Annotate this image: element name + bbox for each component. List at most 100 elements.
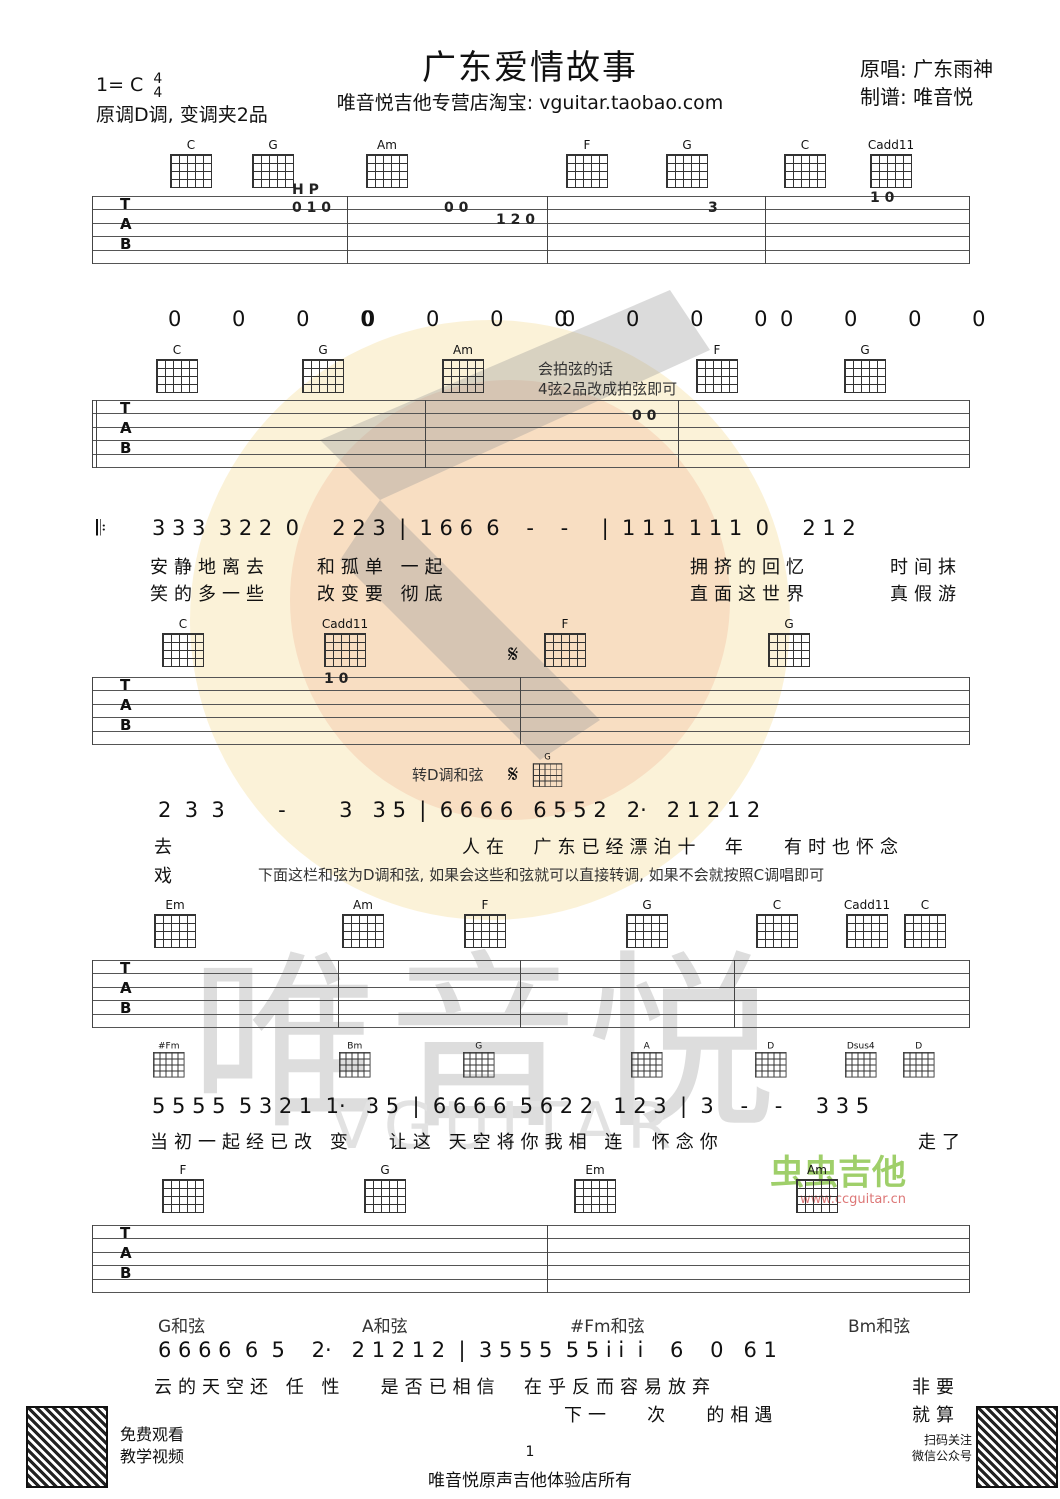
chord-diagram: G [840, 343, 890, 393]
chord-diagram: F [460, 898, 510, 948]
watermark-vguitar: VGUITAR [330, 1090, 682, 1164]
capo-note: 原调D调, 变调夹2品 [96, 104, 268, 126]
arranger: 制谱: 唯音悦 [860, 85, 974, 109]
rhythm-rest: 0 0 0 0 [562, 307, 790, 331]
chord-diagram: G [360, 1163, 410, 1213]
chord-diagram: C [900, 898, 950, 948]
lyric-line: 笑的多一些 改变要 彻底 [150, 584, 449, 605]
lyric-line: 拥挤的回忆 [690, 557, 810, 578]
lyric-line: 安静地离去 和孤单 一起 [150, 557, 449, 578]
lyric-line: 非要 [912, 1377, 960, 1398]
fret-number: 0 0 [444, 200, 469, 216]
chord-diagram: G [460, 1040, 498, 1078]
chord-diagram: F [692, 343, 742, 393]
slap-hint-detail: 4弦2品改成拍弦即可 [538, 380, 678, 398]
melody-line: 2 3 3 - 3 3 5 | 6 6 6 6 6 5 5 2 2· 2 1 2… [158, 798, 761, 822]
chord-diagram: Em [150, 898, 200, 948]
lyric-line: 去 [154, 837, 178, 858]
lyric-line: 就算 [912, 1405, 960, 1426]
chord-diagram: Am [362, 138, 412, 188]
chord-diagram: Cadd11 [866, 138, 916, 188]
qr-code-video[interactable] [26, 1406, 108, 1488]
lyric-line: 云的天空还 任 性 是否已相信 在乎反而容易放弃 [154, 1377, 717, 1398]
watermark-ccguitar: 虫虫吉他 [770, 1153, 906, 1193]
rhythm-rest: 0 0 0 0 [168, 307, 396, 331]
repeat-sign: 𝄆 [96, 516, 107, 540]
song-title: 广东爱情故事 [422, 48, 638, 88]
technique-mark: H P [292, 182, 319, 198]
chord-diagram: Dsus4 [842, 1040, 880, 1078]
transpose-hint: 转D调和弦 [412, 766, 484, 784]
chord-diagram: D [752, 1040, 790, 1078]
chord-diagram: G [530, 752, 565, 787]
chord-diagram: F [562, 138, 612, 188]
chord-diagram: G [764, 617, 814, 667]
fret-number: 1 0 [324, 671, 349, 687]
key-signature: 1= C [96, 74, 144, 96]
chord-diagram: C [752, 898, 802, 948]
chord-diagram: C [780, 138, 830, 188]
chord-diagram: Em [570, 1163, 620, 1213]
lyric-line: 真假游 [890, 584, 962, 605]
qr-caption-left: 免费观看教学视频 [120, 1425, 185, 1466]
chord-diagram: Cadd11 [842, 898, 892, 948]
lyric-line: 直面这世界 [690, 584, 810, 605]
chord-diagram: G [298, 343, 348, 393]
chord-diagram: C [152, 343, 202, 393]
page-number: 1 [525, 1444, 535, 1460]
fret-number: 1 0 [870, 190, 895, 206]
lyric-line: 戏 [154, 866, 178, 887]
melody-line: 3 3 3 3 2 2 0 2 2 3 | 1 6 6 6 - - | 1 1 … [152, 516, 856, 540]
chord-hint: A和弦 [362, 1317, 408, 1337]
chord-diagram: C [166, 138, 216, 188]
lyric-line: 时间抹 [890, 557, 962, 578]
lyric-line: 走了 [918, 1132, 966, 1153]
watermark-graphic [190, 290, 790, 920]
slap-hint: 会拍弦的话 [538, 360, 614, 378]
melody-line: 6 6 6 6 6 5 2· 2 1 2 1 2 | 3 5 5 5 5 5 i… [158, 1338, 777, 1362]
original-singer: 原唱: 广东雨神 [860, 57, 994, 81]
fret-number: 0 0 [632, 408, 657, 424]
chord-hint: Bm和弦 [848, 1317, 911, 1337]
chord-diagram: #Fm [150, 1040, 188, 1078]
fret-number: 3 [708, 200, 718, 216]
chord-diagram: A [628, 1040, 666, 1078]
fret-number: 1 2 0 [496, 212, 535, 228]
chord-hint: #Fm和弦 [570, 1317, 645, 1337]
chord-diagram: F [158, 1163, 208, 1213]
rhythm-rest: 0 0 0 0 [780, 307, 1008, 331]
chord-diagram: Am [792, 1163, 842, 1213]
chord-hint: G和弦 [158, 1317, 206, 1337]
melody-line: 5 5 5 5 5 3 2 1 1· 3 5 | 6 6 6 6 5 6 2 2… [152, 1094, 870, 1118]
segno-icon: 𝄋 [508, 640, 519, 668]
chord-diagram: G [622, 898, 672, 948]
d-chord-note: 下面这栏和弦为D调和弦, 如果会这些和弦就可以直接转调, 如果不会就按照C调唱即… [258, 866, 825, 884]
qr-code-wechat[interactable] [976, 1406, 1058, 1488]
chord-diagram: D [900, 1040, 938, 1078]
chord-diagram: F [540, 617, 590, 667]
chord-diagram: Bm [336, 1040, 374, 1078]
shop-subtitle: 唯音悦吉他专营店淘宝: vguitar.taobao.com [336, 92, 724, 114]
credits: 原唱: 广东雨神 制谱: 唯音悦 [860, 55, 993, 111]
qr-caption-right: 扫码关注微信公众号 [911, 1433, 972, 1463]
fret-number: 0 1 0 [292, 200, 331, 216]
chord-diagram: Am [338, 898, 388, 948]
footer-owner: 唯音悦原声吉他体验店所有 [428, 1471, 632, 1491]
chord-diagram: Cadd11 [320, 617, 370, 667]
chord-diagram: G [662, 138, 712, 188]
chord-diagram: G [248, 138, 298, 188]
lyric-line: 当初一起经已改 变 让这 天空将你我相 连 怀念你 [150, 1132, 724, 1153]
watermark-brand: 唯音悦 [190, 934, 785, 1155]
chord-diagram: C [158, 617, 208, 667]
